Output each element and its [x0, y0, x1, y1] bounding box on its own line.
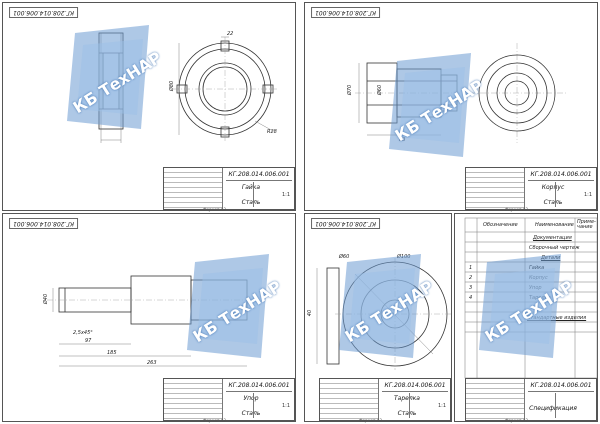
title-block: КГ.208.014.006.001 Упор Сталь 1:1: [163, 378, 295, 421]
drawing-sheet-nut: КГ.208.014.006.001: [2, 2, 296, 212]
title-block-material: Сталь: [543, 199, 563, 206]
title-block-designation: КГ.208.014.006.001: [226, 380, 292, 392]
title-block-designation: КГ.208.014.006.001: [528, 169, 594, 181]
title-block-material: Сталь: [241, 199, 261, 206]
sheet-footer: Формат А3: [505, 207, 528, 212]
title-block-material: Сталь: [397, 410, 417, 417]
plate-d2-dim: Ø60: [339, 254, 350, 260]
title-block: КГ.208.014.006.001 Спецификация: [465, 378, 597, 421]
spec-col-note: Приме-чание: [577, 219, 596, 230]
list-item: Упор: [529, 285, 542, 291]
title-block-material: Сталь: [241, 410, 261, 417]
list-item: Гайка: [529, 265, 545, 271]
spec-section-docs: Документация: [533, 235, 572, 241]
nut-diam-dim: Ø80: [169, 80, 176, 92]
sheet-footer: Формат А3: [359, 418, 382, 423]
stop-len3-dim: 263: [147, 360, 157, 366]
sheet-footer: Формат А3: [203, 418, 226, 423]
plate-d1-dim: Ø100: [397, 254, 411, 260]
plate-h-dim: 40: [307, 309, 314, 317]
title-block-name: Тарелка: [394, 395, 420, 402]
title-block-designation: КГ.208.014.006.001: [226, 169, 292, 181]
stop-len1-dim: 97: [85, 338, 92, 344]
body-d1-dim: Ø70: [347, 84, 354, 96]
sheet-footer: Формат А3: [203, 207, 226, 212]
spec-col-designation: Обозначение: [483, 222, 518, 228]
title-block-designation: КГ.208.014.006.001: [382, 380, 448, 392]
list-item: Корпус: [529, 275, 548, 281]
body-d2-dim: Ø60: [377, 84, 384, 96]
spec-doc-row: Сборочный чертеж: [529, 245, 580, 251]
title-block-scale: 1:1: [583, 192, 592, 198]
title-block-designation: КГ.208.014.006.001: [528, 380, 594, 392]
body-len-dim: 80: [399, 137, 406, 143]
title-block-name: Упор: [243, 395, 259, 402]
title-block-scale: 1:1: [437, 403, 446, 409]
spec-section-std: Стандартные изделия: [527, 315, 587, 321]
drawing-sheet-body: КГ.208.014.006.001 Ø70 Ø60 80: [304, 2, 598, 212]
nut-width-dim: 22: [227, 31, 234, 37]
spec-section-parts: Детали: [541, 255, 561, 261]
title-block-scale: 1:1: [281, 192, 290, 198]
drawing-sheet-stop: КГ.208.014.006.001 2,5х45° 97 185 263 Ø4…: [2, 213, 296, 423]
title-block-name: Корпус: [541, 184, 565, 191]
title-block-name: Спецификация: [529, 405, 577, 412]
drawing-sheet-plate: КГ.208.014.006.001 Ø100 Ø60 40 КБ ТехНАР…: [304, 213, 452, 423]
list-item: 2: [469, 275, 473, 281]
list-item: 4: [469, 295, 473, 301]
nut-radius-dim: R28: [267, 129, 277, 135]
spec-col-name: Наименование: [535, 222, 574, 228]
title-block: КГ.208.014.006.001 Тарелка Сталь 1:1: [319, 378, 451, 421]
stop-thread-dim: 2,5х45°: [73, 330, 93, 336]
list-item: 1: [469, 265, 473, 271]
stop-len2-dim: 185: [107, 350, 117, 356]
list-item: 3: [469, 285, 473, 291]
title-block: КГ.208.014.006.001 Гайка Сталь 1:1: [163, 167, 295, 210]
stop-d-dim: Ø40: [43, 293, 50, 305]
title-block-name: Гайка: [241, 184, 261, 191]
list-item: Тарелка: [529, 295, 551, 301]
title-block: КГ.208.014.006.001 Корпус Сталь 1:1: [465, 167, 597, 210]
title-block-scale: 1:1: [281, 403, 290, 409]
specification-sheet: Обозначение Наименование Приме-чание Док…: [454, 213, 598, 423]
sheet-footer: Формат А3: [505, 418, 528, 423]
